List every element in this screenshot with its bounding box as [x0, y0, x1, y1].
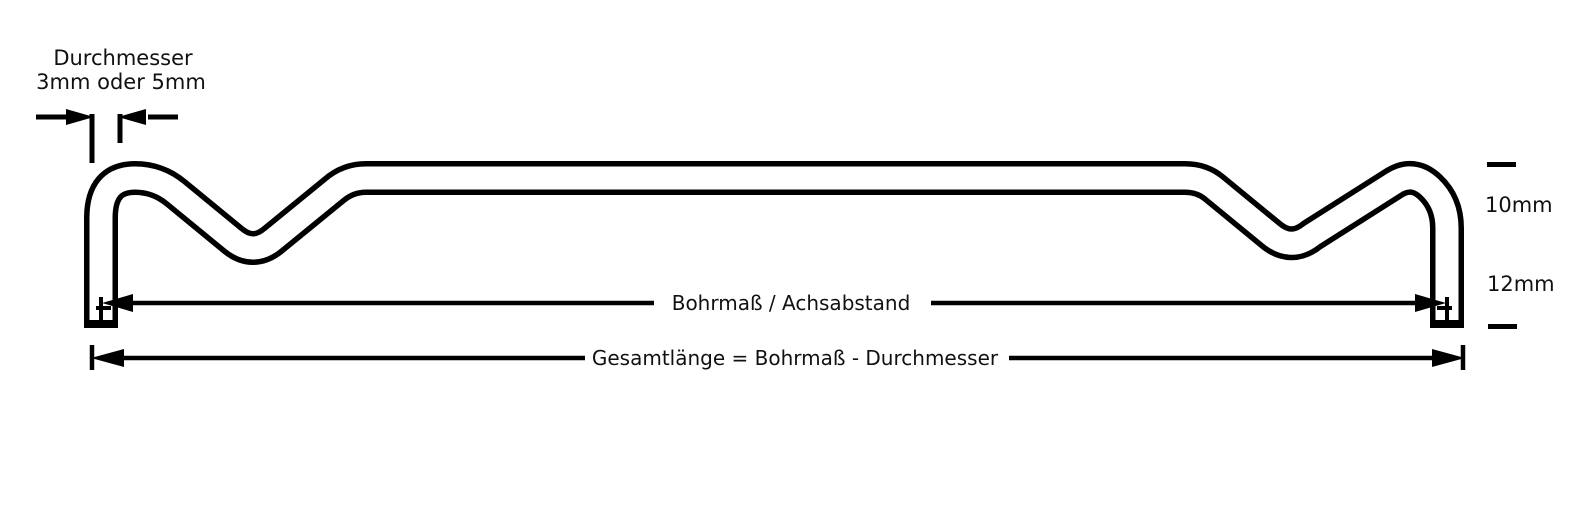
- height-dimensions: 10mm 12mm: [1485, 162, 1555, 329]
- height-label-lower: 12mm: [1487, 272, 1555, 296]
- bore-distance-dimension: Bohrmaß / Achsabstand: [99, 291, 1449, 321]
- bore-distance-arrow-left-icon: [102, 294, 133, 312]
- wire-outline-inner: [89, 166, 1459, 325]
- height-tick-bottom: [1488, 324, 1517, 329]
- total-length-arrow-left-icon: [91, 349, 124, 367]
- diameter-label-line1: Durchmesser: [53, 46, 193, 70]
- height-label-upper: 10mm: [1485, 193, 1553, 217]
- diameter-label-line2: 3mm oder 5mm: [36, 70, 206, 94]
- total-length-dimension: Gesamtlänge = Bohrmaß - Durchmesser: [89, 345, 1466, 370]
- bore-distance-arrow-right-icon: [1415, 294, 1446, 312]
- wire-right-leg-end: [1430, 320, 1464, 328]
- diameter-callout: Durchmesser 3mm oder 5mm: [36, 46, 206, 163]
- diameter-arrow-right-head-icon: [118, 109, 146, 125]
- wire-left-leg-end: [84, 320, 118, 328]
- height-tick-top: [1487, 162, 1516, 167]
- diameter-arrow-left-head-icon: [66, 109, 94, 125]
- wire-profile: [84, 160, 1464, 328]
- total-length-arrow-right-icon: [1432, 349, 1465, 367]
- total-length-label: Gesamtlänge = Bohrmaß - Durchmesser: [592, 346, 999, 370]
- bore-distance-label: Bohrmaß / Achsabstand: [672, 291, 911, 315]
